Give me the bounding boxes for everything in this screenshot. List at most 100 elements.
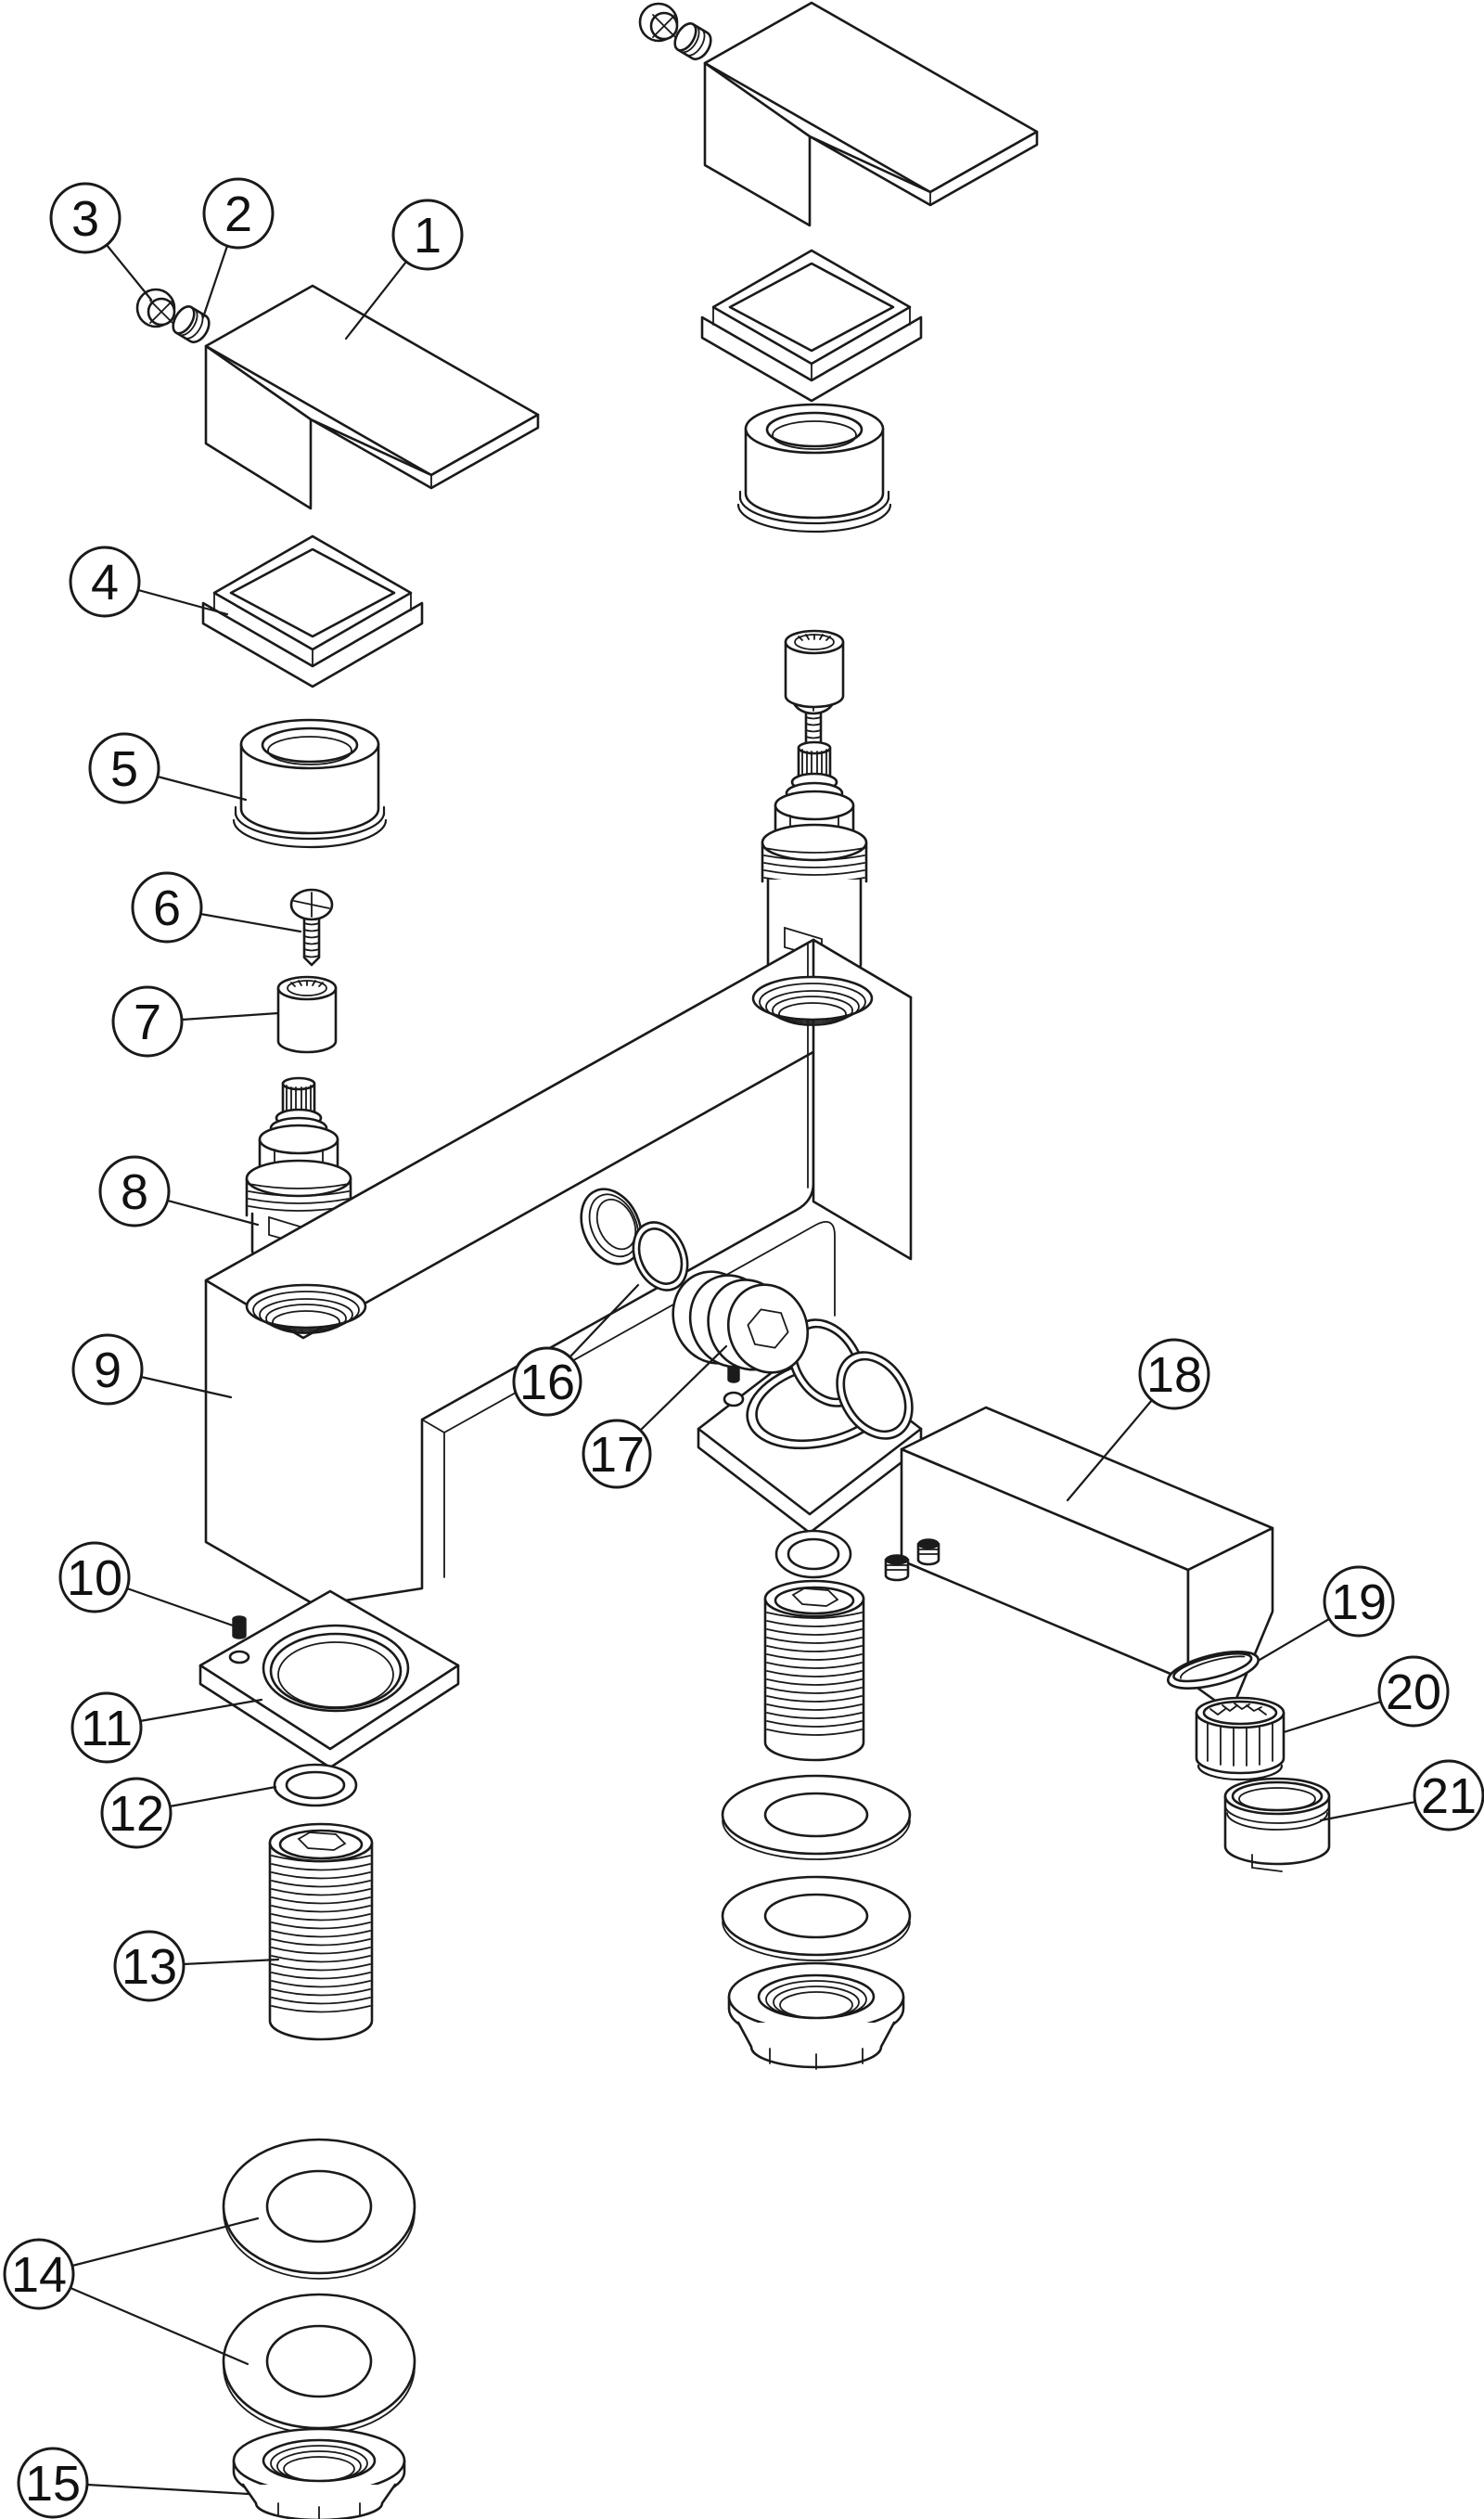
backnut-15: [232, 2427, 406, 2519]
spline-adaptor-right: [784, 629, 845, 709]
backnut-right: [727, 1961, 905, 2070]
body-port-right: [751, 975, 874, 1026]
callout-circle-14: [3, 2238, 75, 2310]
callout-circle-17: [582, 1419, 652, 1489]
screw-left: [289, 888, 334, 967]
callout-number-17: 17: [589, 1427, 645, 1483]
aerator-insert-20: [1195, 1696, 1286, 1781]
leader-line-5: [156, 775, 248, 802]
leader-line-10: [125, 1587, 235, 1627]
deck-pin-10: [232, 1615, 247, 1639]
callout-number-6: 6: [153, 880, 181, 936]
o-ring-12: [273, 1763, 358, 1807]
callout-number-8: 8: [121, 1164, 148, 1220]
leader-line-2: [201, 244, 229, 319]
leader-line-21: [1319, 1800, 1417, 1822]
spout: [900, 1406, 1274, 1714]
spline-adaptor-left: [276, 975, 338, 1054]
callout-circle-20: [1377, 1655, 1450, 1728]
callout-number-18: 18: [1146, 1347, 1202, 1403]
aerator-housing-21: [1223, 1777, 1331, 1872]
lever-handle-left: [204, 284, 540, 510]
callout-number-2: 2: [224, 186, 252, 242]
washer-right-b: [721, 1875, 912, 1961]
spout-o-ring-b: [836, 1351, 914, 1440]
body-port-left: [245, 1283, 367, 1334]
callout-number-3: 3: [71, 191, 99, 247]
callout-circle-5: [88, 732, 160, 804]
lever-handle-right: [703, 1, 1039, 227]
leader-line-14: [69, 2286, 249, 2366]
callout-number-20: 20: [1386, 1664, 1441, 1720]
callout-number-15: 15: [25, 2456, 81, 2512]
leader-line-11: [138, 1698, 263, 1723]
callout-circle-9: [71, 1333, 144, 1406]
escutcheon-left: [201, 534, 424, 688]
leader-line-19: [1258, 1617, 1331, 1662]
leader-line-13: [182, 1958, 280, 1966]
callout-number-7: 7: [134, 995, 161, 1050]
callout-number-12: 12: [109, 1786, 164, 1842]
leader-line-12: [168, 1785, 277, 1808]
spout-washer-19: [1167, 1651, 1260, 1690]
callout-circle-2: [202, 177, 275, 250]
callout-number-4: 4: [91, 555, 119, 610]
callout-number-11: 11: [81, 1701, 133, 1756]
handle-screw-right: [638, 2, 679, 43]
washer-14a: [222, 2138, 416, 2280]
callout-circle-21: [1413, 1759, 1484, 1831]
deck-plate-11: [198, 1589, 460, 1769]
collar-left: [232, 718, 388, 849]
callout-number-21: 21: [1421, 1768, 1477, 1824]
leader-line-9: [139, 1375, 233, 1399]
callout-number-14: 14: [11, 2247, 67, 2303]
grub-screw-b: [916, 1538, 940, 1566]
callout-circle-15: [17, 2447, 89, 2519]
threaded-tube-13: [268, 1822, 374, 2041]
callout-circle-6: [131, 871, 203, 944]
grub-screw-a: [884, 1554, 910, 1582]
callout-circle-3: [49, 182, 122, 254]
threaded-tube-right: [763, 1579, 865, 1762]
escutcheon-right: [700, 249, 923, 403]
callout-circle-18: [1138, 1338, 1210, 1410]
threaded-plug-17: [672, 1270, 810, 1374]
callout-number-19: 19: [1331, 1574, 1387, 1630]
leader-line-8: [166, 1199, 260, 1227]
o-ring-16: [632, 1221, 689, 1292]
handle-screw-left: [135, 288, 176, 328]
leader-line-18: [1066, 1398, 1154, 1502]
leader-line-20: [1282, 1700, 1383, 1734]
body-spout-port: [580, 1188, 643, 1266]
leader-line-15: [85, 2483, 250, 2496]
base-washer: [774, 1529, 852, 1579]
callout-number-9: 9: [94, 1343, 122, 1398]
callout-circle-4: [69, 546, 141, 618]
leader-line-1: [344, 260, 408, 341]
handle-cap-right: [673, 22, 712, 60]
leader-line-14: [70, 2217, 260, 2268]
callout-circle-1: [391, 199, 464, 271]
callout-circle-11: [70, 1691, 143, 1764]
leader-line-3: [105, 243, 153, 302]
leader-line-7: [180, 1011, 280, 1022]
callout-number-16: 16: [519, 1355, 575, 1410]
mixer-body: [204, 938, 913, 1607]
callout-number-13: 13: [122, 1939, 177, 1995]
callout-number-5: 5: [110, 741, 138, 797]
leader-line-4: [136, 588, 229, 616]
callout-number-10: 10: [67, 1550, 122, 1606]
callout-circle-7: [111, 985, 184, 1058]
washer-right-a: [721, 1774, 912, 1860]
leader-line-17: [639, 1344, 728, 1432]
leader-line-16: [569, 1283, 640, 1358]
collar-right: [736, 403, 892, 533]
callout-circle-10: [58, 1541, 131, 1613]
callout-circle-12: [100, 1777, 173, 1849]
callout-number-1: 1: [414, 208, 441, 263]
callout-circle-19: [1323, 1565, 1395, 1638]
callout-circle-8: [98, 1155, 171, 1227]
